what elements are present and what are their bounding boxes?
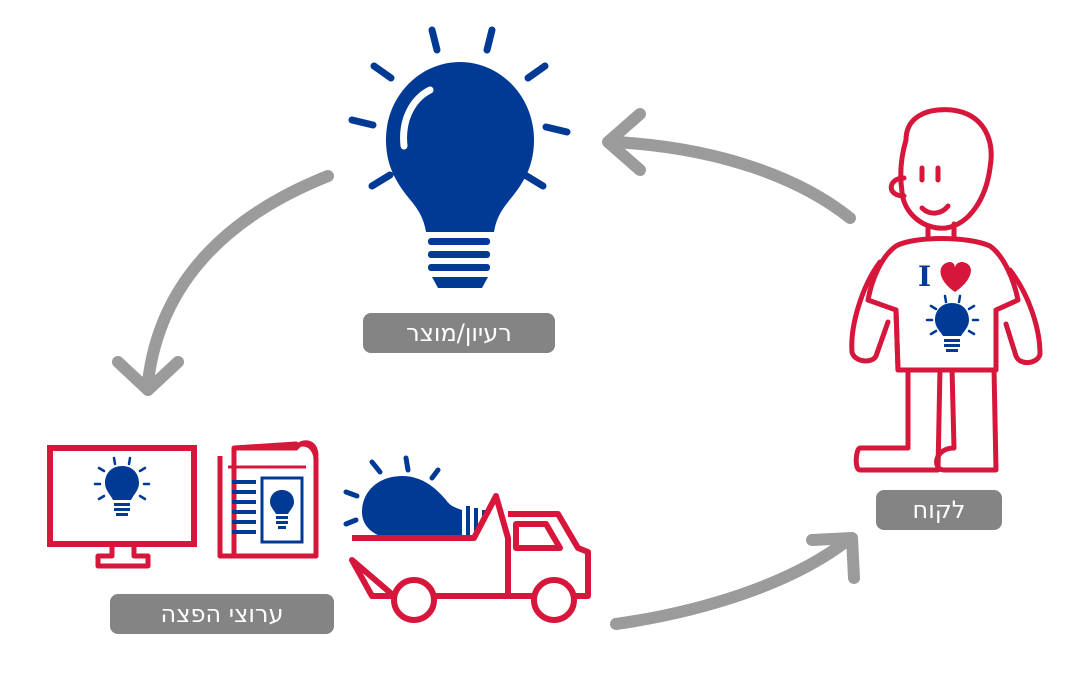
- distribution-channels-label: ערוצי הפצה: [110, 594, 334, 634]
- newspaper-content: [232, 476, 304, 544]
- arrow-customer-to-idea: [609, 136, 856, 224]
- arrow-idea-to-distribution: [142, 170, 334, 388]
- delivery-truck-icon: [343, 455, 591, 623]
- arrowhead-left: [602, 108, 646, 176]
- lightbulb-icon: [348, 26, 571, 288]
- shirt-letter: I: [918, 260, 931, 293]
- heart-icon: [940, 261, 971, 292]
- idea-product-label: רעיון/מוצר: [363, 313, 555, 353]
- customer-label: לקוח: [876, 490, 1002, 530]
- customer-figure-icon: [849, 107, 1043, 473]
- arrowhead-down: [112, 356, 184, 396]
- computer-monitor-icon: [47, 445, 197, 569]
- cycle-arrows: [112, 108, 860, 630]
- arrow-distribution-to-customer: [610, 534, 854, 630]
- shirt-lightbulb-icon: [925, 294, 980, 352]
- arrowhead-up: [806, 532, 860, 584]
- shirt-print: I: [918, 260, 980, 352]
